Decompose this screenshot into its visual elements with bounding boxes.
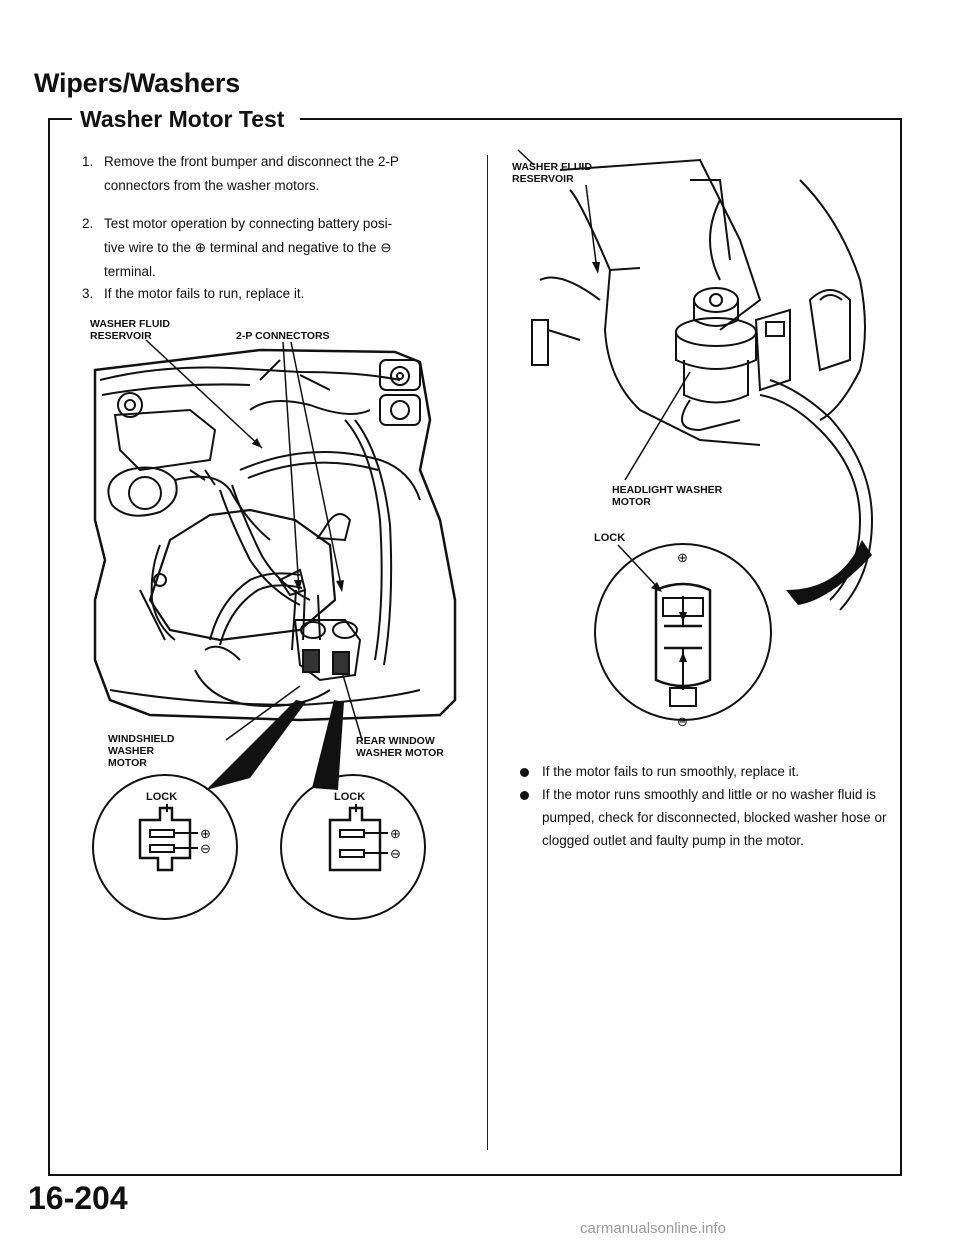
callout-wedge — [206, 700, 306, 790]
lock-label: LOCK — [146, 791, 177, 803]
lock-detail-right-motor — [280, 774, 426, 920]
label-rear-window-washer-motor: REAR WINDOW WASHER MOTOR — [356, 735, 444, 759]
callout-wedge — [312, 700, 344, 790]
label-washer-fluid-reservoir: WASHER FLUID RESERVOIR — [90, 318, 170, 342]
step-1: 1. Remove the front bumper and disconnect… — [82, 150, 472, 198]
engine-bay-illustration — [93, 348, 457, 722]
step-text: Remove the front bumper and disconnect t… — [104, 154, 399, 169]
plus-terminal-symbol: ⊕ — [200, 826, 211, 841]
notes-list: If the motor fails to run smoothly, repl… — [520, 760, 900, 852]
minus-terminal-symbol: ⊖ — [390, 846, 401, 861]
step-number: 1. — [82, 154, 94, 169]
plus-terminal-symbol: ⊕ — [677, 550, 688, 565]
step-3: 3. If the motor fails to run, replace it. — [82, 282, 472, 306]
step-text: connectors from the washer motors. — [104, 178, 320, 193]
step-text: tive wire to the ⊕ terminal and negative… — [104, 240, 392, 255]
minus-terminal-symbol: ⊖ — [200, 841, 211, 856]
frame-line — [48, 118, 72, 120]
label-headlight-washer-motor: HEADLIGHT WASHER MOTOR — [612, 484, 723, 508]
lock-detail-headlight — [594, 543, 772, 721]
leader-line — [585, 184, 598, 271]
callout-wedge — [786, 540, 872, 605]
step-2: 2. Test motor operation by connecting bat… — [82, 212, 472, 284]
plus-terminal-symbol: ⊕ — [390, 826, 401, 841]
minus-terminal-symbol: ⊖ — [677, 714, 688, 729]
leader-line — [624, 371, 691, 481]
lock-label: LOCK — [334, 791, 365, 803]
step-number: 2. — [82, 216, 94, 231]
note-item: If the motor fails to run smoothly, repl… — [520, 760, 900, 783]
step-text: terminal. — [104, 264, 156, 279]
subsection-title: Washer Motor Test — [80, 106, 285, 132]
section-title: Wipers/Washers — [34, 68, 241, 98]
leader-line — [282, 341, 300, 591]
headlight-washer-illustration — [531, 158, 874, 611]
label-2p-connectors: 2-P CONNECTORS — [236, 330, 330, 342]
lock-label: LOCK — [594, 532, 625, 544]
content-frame — [48, 118, 902, 1176]
leader-line — [290, 341, 343, 591]
leader-line — [617, 544, 661, 591]
leader-line — [225, 685, 301, 741]
step-text: If the motor fails to run, replace it. — [104, 286, 305, 301]
page-number: 16-204 — [28, 1180, 128, 1216]
leader-line — [145, 339, 263, 449]
note-item: If the motor runs smoothly and little or… — [520, 783, 900, 852]
column-divider — [487, 155, 488, 1150]
label-windshield-washer-motor: WINDSHIELD WASHER MOTOR — [108, 733, 175, 769]
step-number: 3. — [82, 286, 94, 301]
lock-detail-left — [92, 774, 238, 920]
frame-line — [300, 118, 902, 120]
leader-line — [342, 674, 363, 741]
step-text: Test motor operation by connecting batte… — [104, 216, 393, 231]
footer-url[interactable]: carmanualsonline.info — [580, 1220, 726, 1237]
